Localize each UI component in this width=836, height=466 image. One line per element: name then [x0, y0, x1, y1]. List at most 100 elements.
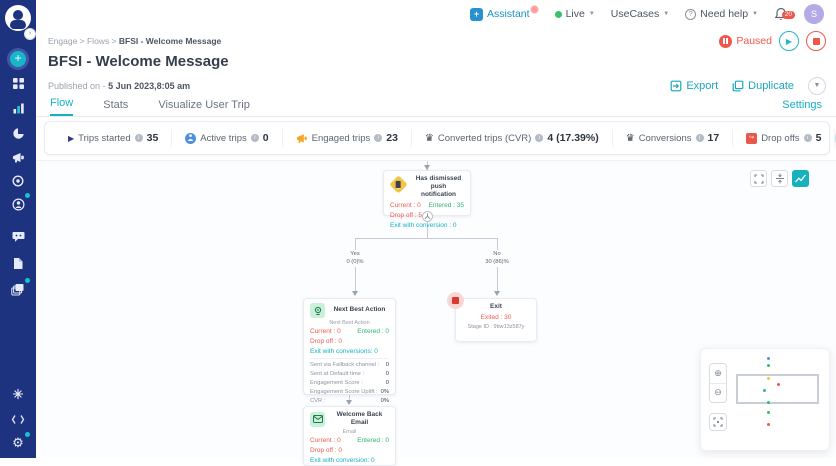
minimap-node-dot	[767, 411, 770, 414]
breadcrumb[interactable]: Engage > Flows > BFSI - Welcome Message	[48, 36, 221, 46]
sidebar-item-campaigns[interactable]	[0, 146, 36, 168]
minimap-viewport[interactable]	[736, 374, 819, 404]
info-icon[interactable]: i	[250, 134, 259, 142]
center-view-button[interactable]	[709, 413, 727, 431]
zoom-controls: ⊕ ⊖	[709, 363, 727, 403]
zoom-in-button[interactable]: ⊕	[714, 367, 722, 378]
sidebar-item-templates[interactable]	[0, 252, 36, 274]
sidebar-item-dashboard[interactable]	[0, 72, 36, 94]
assistant-badge	[529, 4, 539, 14]
info-icon[interactable]: i	[803, 134, 812, 142]
sidebar-item-messages[interactable]	[0, 225, 36, 247]
moengage-logo-icon[interactable]	[5, 5, 31, 31]
stat-label: Drop offs	[761, 132, 800, 144]
stat-value: 35	[146, 132, 159, 144]
flow-node-welcome-email[interactable]: Welcome Back Email Email Current : 0 Ent…	[303, 406, 396, 466]
fit-view-button[interactable]	[771, 170, 788, 187]
assistant-button[interactable]: + Assistant	[469, 4, 539, 21]
flow-node-exit[interactable]: Exit Exited : 30 Stage ID : 9bw13z587y	[447, 292, 537, 342]
info-icon[interactable]: i	[134, 134, 143, 142]
stat-converted-trips: ♛ Converted trips (CVR) i 4 (17.39%)	[412, 129, 613, 147]
resume-button[interactable]: ▶	[779, 31, 799, 51]
duplicate-button[interactable]: Duplicate	[732, 80, 794, 92]
avatar[interactable]: S	[804, 4, 824, 24]
sparkle-icon	[12, 388, 24, 400]
connector-line	[355, 238, 356, 251]
sidebar-item-analytics[interactable]	[0, 97, 36, 119]
flow-canvas[interactable]: Yes 0 (0)% No 30 (86)% Has dismissed pus…	[36, 160, 836, 466]
metric-value: 0	[385, 380, 389, 387]
document-icon	[14, 257, 23, 269]
info-icon[interactable]: i	[535, 134, 544, 142]
play-icon: ▶	[68, 133, 75, 143]
analytics-view-button[interactable]	[792, 170, 809, 187]
node-entered: Entered : 35	[428, 202, 464, 210]
tab-stats[interactable]: Stats	[103, 99, 129, 111]
fullscreen-button[interactable]	[750, 170, 767, 187]
target-icon	[12, 175, 24, 187]
arrow-down-icon	[424, 165, 430, 170]
sidebar-item-developer[interactable]	[0, 408, 36, 430]
sidebar-item-onboarding[interactable]	[0, 170, 36, 192]
usecases-dropdown[interactable]: UseCases ▼	[611, 8, 669, 20]
usecases-label: UseCases	[610, 8, 660, 20]
arrow-down-icon	[493, 291, 500, 296]
minimap[interactable]: ⊕ ⊖	[700, 348, 830, 451]
plus-icon: +	[10, 51, 26, 67]
stop-button[interactable]	[806, 31, 826, 51]
tab-visualize-user-trip[interactable]: Visualize User Trip	[158, 99, 250, 111]
sidebar-item-sparkle[interactable]	[0, 383, 36, 405]
published-label: Published on -	[48, 81, 106, 91]
info-icon[interactable]: i	[695, 134, 704, 142]
info-icon[interactable]: i	[374, 134, 383, 142]
stat-conversions: ♛ Conversions i 17	[613, 129, 734, 147]
live-dot-icon	[554, 10, 562, 18]
branch-split-icon[interactable]	[422, 211, 433, 222]
create-new-button[interactable]: +	[7, 48, 29, 70]
settings-link[interactable]: Settings	[782, 99, 822, 111]
bar-chart-icon	[13, 103, 24, 113]
sidebar-item-settings[interactable]: ⚙	[0, 432, 36, 454]
stat-label: Conversions	[638, 132, 692, 144]
node-stage-id: Stage ID : 9bw13z587y	[467, 324, 525, 331]
crown-icon: ♛	[625, 132, 635, 144]
person-icon	[185, 132, 197, 144]
more-actions-button[interactable]: ▼	[808, 77, 826, 95]
page-title: BFSI - Welcome Message	[48, 53, 229, 70]
need-help-dropdown[interactable]: ? Need help ▼	[685, 8, 758, 20]
assistant-icon: +	[469, 7, 483, 21]
stat-value: 0	[262, 132, 269, 144]
node-current: Current : 0	[310, 328, 341, 335]
sidebar-collapse-button[interactable]: ›	[24, 28, 36, 40]
expand-icon	[753, 173, 764, 184]
tab-flow[interactable]: Flow	[50, 97, 74, 116]
metric-value: 0%	[380, 389, 389, 396]
sidebar-item-audience[interactable]	[0, 193, 36, 215]
flow-node-next-best-action[interactable]: Next Best Action Next Best Action Curren…	[303, 298, 396, 413]
metric-label: Sent at Default time :	[310, 371, 365, 378]
dashboard-grid-icon	[12, 77, 24, 89]
live-dropdown[interactable]: Live ▼	[554, 8, 595, 20]
node-subtitle: Next Best Action	[329, 320, 370, 326]
flow-node-push-condition[interactable]: Has dismissed push notification Current …	[383, 170, 471, 229]
connector-line	[497, 267, 498, 292]
line-chart-icon	[795, 174, 806, 183]
need-help-label: Need help	[700, 8, 749, 20]
bell-badge: 20	[781, 10, 795, 19]
node-dropoff: Drop off : 0	[310, 447, 343, 454]
bell-icon	[774, 7, 788, 20]
sidebar-item-content-blocks[interactable]	[0, 278, 36, 300]
node-title: Has dismissed push notification	[415, 175, 462, 199]
export-button[interactable]: Export	[670, 80, 718, 92]
notifications-button[interactable]: 20	[774, 7, 795, 22]
node-exit-conversion: Exit with conversion: 0	[310, 456, 375, 464]
zoom-out-button[interactable]: ⊖	[710, 382, 726, 403]
node-entered: Entered : 0	[357, 437, 389, 445]
breadcrumb-prefix[interactable]: Engage > Flows >	[48, 36, 117, 46]
chat-bubble-icon	[12, 231, 24, 242]
arrow-down-icon	[345, 400, 352, 405]
node-current: Current : 0	[310, 437, 341, 445]
export-label: Export	[686, 80, 719, 92]
sidebar-item-segments[interactable]	[0, 122, 36, 144]
stat-label: Engaged trips	[311, 132, 371, 144]
